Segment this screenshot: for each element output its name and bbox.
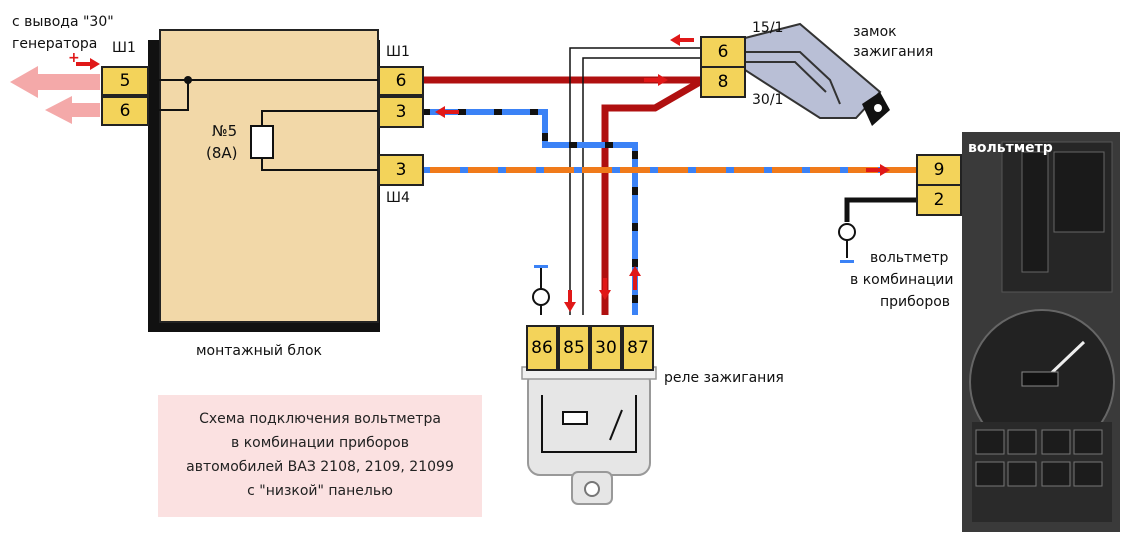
instrument-cluster-graphic (962, 132, 1120, 532)
label-lock-15: 15/1 (752, 20, 784, 36)
pin-left-6: 6 (101, 96, 149, 126)
caption-line-1: Схема подключения вольтметра (199, 411, 441, 427)
arrow-red-right-volt (880, 164, 890, 176)
ground-86-terminal (532, 288, 550, 306)
minus-86 (534, 265, 548, 268)
wire-black-volt (844, 197, 918, 222)
label-voltmeter: вольтметр (968, 140, 1053, 156)
label-sh1-left: Ш1 (112, 40, 136, 56)
instrument-cluster-panel (962, 132, 1120, 532)
label-volt-cluster-3: приборов (880, 294, 951, 310)
relay-internal (541, 395, 637, 453)
arrow-red-left-blue (435, 106, 445, 118)
wire-thin-85a (569, 47, 700, 315)
arrow-red-down-85 (564, 302, 576, 312)
arrow-red-left-lock (670, 34, 680, 46)
caption-line-2: в комбинации приборов (231, 435, 409, 451)
caption-line-4: с "низкой" панелью (247, 483, 393, 499)
arrow-to-generator (10, 66, 100, 98)
wire-red-relay30 (601, 78, 702, 315)
pin-right-3b: 3 (378, 154, 424, 186)
wire-blue-87 (422, 109, 638, 315)
label-volt-cluster-1: вольтметр (870, 250, 949, 266)
arrow-red-up-87 (629, 266, 641, 276)
label-volt-cluster-2: в комбинации (850, 272, 954, 288)
wire-thin-85b (582, 57, 700, 315)
pin-volt-2: 2 (916, 184, 962, 216)
label-fuse-number: №5 (212, 122, 238, 140)
label-plus: + (68, 50, 80, 66)
pin-left-5: 5 (101, 66, 149, 96)
junction-dot (184, 76, 192, 84)
relay-body (527, 369, 651, 476)
pin-relay-87: 87 (622, 325, 654, 371)
pin-lock-6: 6 (700, 36, 746, 68)
mount-block (159, 29, 379, 323)
label-fuse-rating: (8А) (206, 144, 238, 162)
relay-coil (562, 411, 588, 425)
pin-right-3a: 3 (378, 96, 424, 128)
minus-volt (840, 260, 854, 263)
pin-relay-30: 30 (590, 325, 622, 371)
fuse-5 (250, 125, 274, 159)
label-ignition-lock-2: зажигания (853, 44, 934, 60)
pin-lock-8: 8 (700, 66, 746, 98)
label-from-gen-2: генератора (12, 36, 98, 52)
pin-relay-86: 86 (526, 325, 558, 371)
pin-relay-85: 85 (558, 325, 590, 371)
block-bus-left (150, 80, 189, 111)
caption-box: Схема подключения вольтметра в комбинаци… (158, 395, 482, 517)
label-from-gen-1: с вывода "30" (12, 14, 114, 30)
arrow-red-down-30 (599, 290, 611, 300)
arrow-red-right (658, 74, 668, 86)
ground-volt-terminal (838, 223, 856, 241)
pin-right-6: 6 (378, 66, 424, 96)
label-relay: реле зажигания (664, 370, 784, 386)
arrow-small-red-left (90, 58, 100, 70)
label-ignition-lock-1: замок (853, 24, 897, 40)
label-sh1-right: Ш1 (386, 44, 410, 60)
relay-switch (609, 409, 623, 441)
label-mount-block: монтажный блок (196, 343, 322, 359)
pin-volt-9: 9 (916, 154, 962, 186)
caption-line-3: автомобилей ВАЗ 2108, 2109, 21099 (186, 459, 454, 475)
label-lock-30: 30/1 (752, 92, 784, 108)
label-sh4: Ш4 (386, 190, 410, 206)
arrow-to-generator-2 (45, 96, 100, 124)
